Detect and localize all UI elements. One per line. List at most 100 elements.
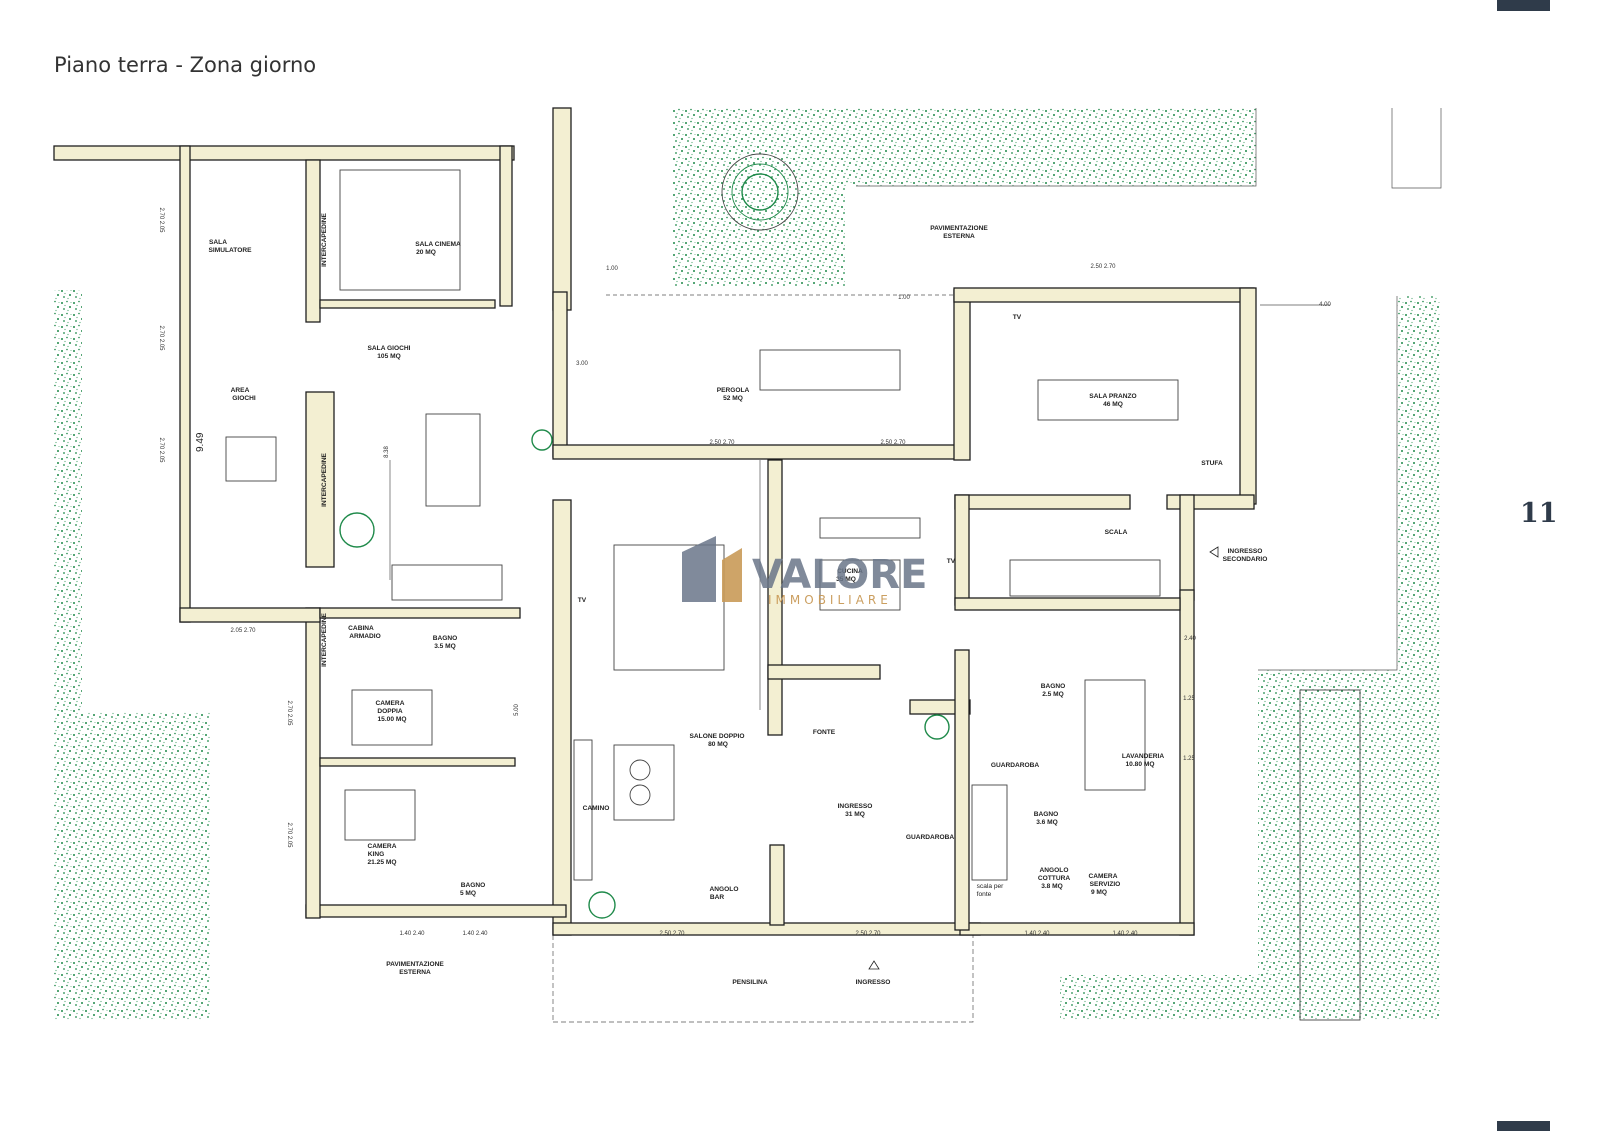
dimension-label: 9.49 <box>195 432 206 452</box>
round-planter <box>721 153 799 231</box>
billiard-table <box>425 413 481 507</box>
pensilina-label: PENSILINA <box>732 979 767 986</box>
ingresso-label: INGRESSO <box>856 979 891 986</box>
dimension-label: 1.40 2.40 <box>1112 931 1138 937</box>
bar-stool-1 <box>629 759 651 781</box>
room-label: SALA GIOCHI <box>368 345 411 352</box>
garden-left-lower <box>82 712 210 1020</box>
dimension-labels: 9.49 2.70 2.05 2.70 2.05 2.70 2.05 2.70 … <box>158 207 1331 937</box>
tree-icon <box>339 512 375 548</box>
tree-icon <box>924 714 950 740</box>
kitchen-counter <box>819 559 901 611</box>
room-label: BAGNO <box>1041 683 1066 690</box>
room-label: SCALA <box>1105 529 1128 536</box>
fireplace <box>573 739 593 881</box>
sofa-area <box>613 544 725 671</box>
dimension-label: 4.00 <box>1319 302 1331 308</box>
dimension-label: 3.00 <box>576 361 588 367</box>
dimension-label: 1.25 <box>1183 756 1195 762</box>
dimension-label: 8.38 <box>384 446 390 458</box>
bar-stool-2 <box>629 784 651 806</box>
bar-counter <box>613 744 675 821</box>
intercapedine-label: INTERCAPEDINE <box>321 212 328 266</box>
kitchen-island <box>819 517 921 539</box>
tree-icon <box>531 429 553 451</box>
garden-bottom-right <box>1060 975 1258 1020</box>
room-label: PERGOLA <box>717 387 750 394</box>
dimension-label: 1.00 <box>898 295 910 301</box>
stufa-label: STUFA <box>1201 460 1223 467</box>
garden-right <box>1397 296 1441 671</box>
garden-top <box>673 108 1256 186</box>
room-label: BAGNO <box>433 635 458 642</box>
cinema-seats <box>339 169 461 291</box>
sofa-games <box>391 564 503 601</box>
tree-icon <box>588 891 616 919</box>
room-label: CAMERA <box>1089 873 1118 880</box>
page-corner-tab-top <box>1497 0 1550 11</box>
room-label: CAMERA <box>368 843 397 850</box>
svg-text:SCALA: SCALA <box>1105 529 1128 536</box>
dimension-label: 2.50 2.70 <box>659 931 685 937</box>
dining-table-2 <box>1037 379 1179 421</box>
valore-logo-icon <box>682 536 716 602</box>
garden-top-left <box>673 186 845 286</box>
dimension-label: 1.40 2.40 <box>1024 931 1050 937</box>
tv-label: TV <box>947 558 956 565</box>
room-label: LAVANDERIA <box>1122 753 1164 760</box>
fixture-labels: INTERCAPEDINE INTERCAPEDINE INTERCAPEDIN… <box>321 212 1223 986</box>
room-label: ANGOLO <box>1040 867 1069 874</box>
room-label: AREA <box>231 387 250 394</box>
dimension-label: 2.70 2.05 <box>286 822 292 848</box>
garden-left <box>54 290 82 1020</box>
dining-table <box>759 349 901 391</box>
room-label: SALA PRANZO <box>1089 393 1136 400</box>
dimension-label: 2.50 2.70 <box>855 931 881 937</box>
staircase-main <box>1009 559 1161 597</box>
trees <box>339 173 950 919</box>
room-label: INGRESSO <box>1228 548 1263 555</box>
room-label: CABINA <box>348 625 374 632</box>
dimension-label: 5.00 <box>514 704 520 716</box>
dimension-label: 2.70 2.05 <box>158 325 164 351</box>
dimension-label: 1.00 <box>606 266 618 272</box>
dimension-label: 2.70 2.05 <box>158 207 164 233</box>
staircase-fonte <box>971 784 1008 881</box>
page-number: 11 <box>1520 498 1558 529</box>
dimension-label: 2.70 2.05 <box>286 700 292 726</box>
page-corner-tab-bottom <box>1497 1121 1550 1131</box>
tv-label: TV <box>1013 314 1022 321</box>
bed-king <box>344 789 416 841</box>
watermark-brand: VALORE <box>752 552 927 598</box>
room-label: BAGNO <box>461 882 486 889</box>
room-label: PAVIMENTAZIONE <box>386 961 444 968</box>
watermark-subtitle: IMMOBILIARE <box>768 593 892 607</box>
tree-icon <box>741 173 779 211</box>
room-label: INGRESSO <box>838 803 873 810</box>
room-label: SALA CINEMA <box>415 241 461 248</box>
garden-right-lower <box>1258 670 1441 1020</box>
walls <box>53 107 1257 936</box>
guardaroba-label: GUARDAROBA <box>991 762 1040 769</box>
dimension-label: 2.50 2.70 <box>709 440 735 446</box>
